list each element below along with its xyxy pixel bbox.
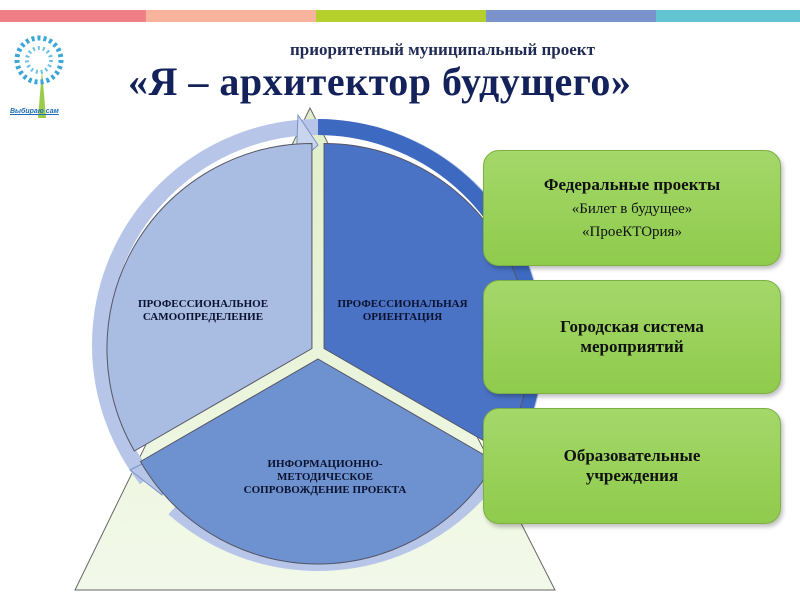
box-educational-institutions: Образовательные учреждения: [483, 408, 781, 524]
segment-label-self-determination: ПРОФЕССИОНАЛЬНОЕ САМООПРЕДЕЛЕНИЕ: [137, 298, 269, 323]
segment-self-determination: [106, 142, 313, 452]
box-title: Образовательные учреждения: [563, 446, 701, 485]
subtitle: приоритетный муниципальный проект: [290, 40, 595, 59]
stripe-2: [146, 10, 316, 22]
box-title: Федеральные проекты: [543, 175, 721, 194]
page-title: «Я – архитектор будущего»: [128, 59, 632, 104]
box-line: «ПроеКТОрия»: [582, 224, 682, 240]
segment-label-orientation: ПРОФЕССИОНАЛЬНАЯ ОРИЕНТАЦИЯ: [337, 298, 468, 323]
tree-logo: [14, 35, 64, 118]
segment-methodical-support: [139, 358, 497, 565]
box-line: «Билет в будущее»: [571, 201, 693, 217]
segment-label-methodical-support: ИНФОРМАЦИОННО-МЕТОДИЧЕСКОЕ СОПРОВОЖДЕНИЕ…: [243, 458, 407, 496]
box-title: Городская система мероприятий: [560, 317, 704, 356]
stripe-3: [316, 10, 486, 22]
box-federal-projects: Федеральные проекты «Билет в будущее» «П…: [483, 150, 781, 266]
box-city-events: Городская система мероприятий: [483, 280, 781, 394]
stripe-1: [0, 10, 146, 22]
stripe-5: [656, 10, 800, 22]
stripe-4: [486, 10, 656, 22]
logo-text: Выбираю сам: [10, 108, 59, 115]
